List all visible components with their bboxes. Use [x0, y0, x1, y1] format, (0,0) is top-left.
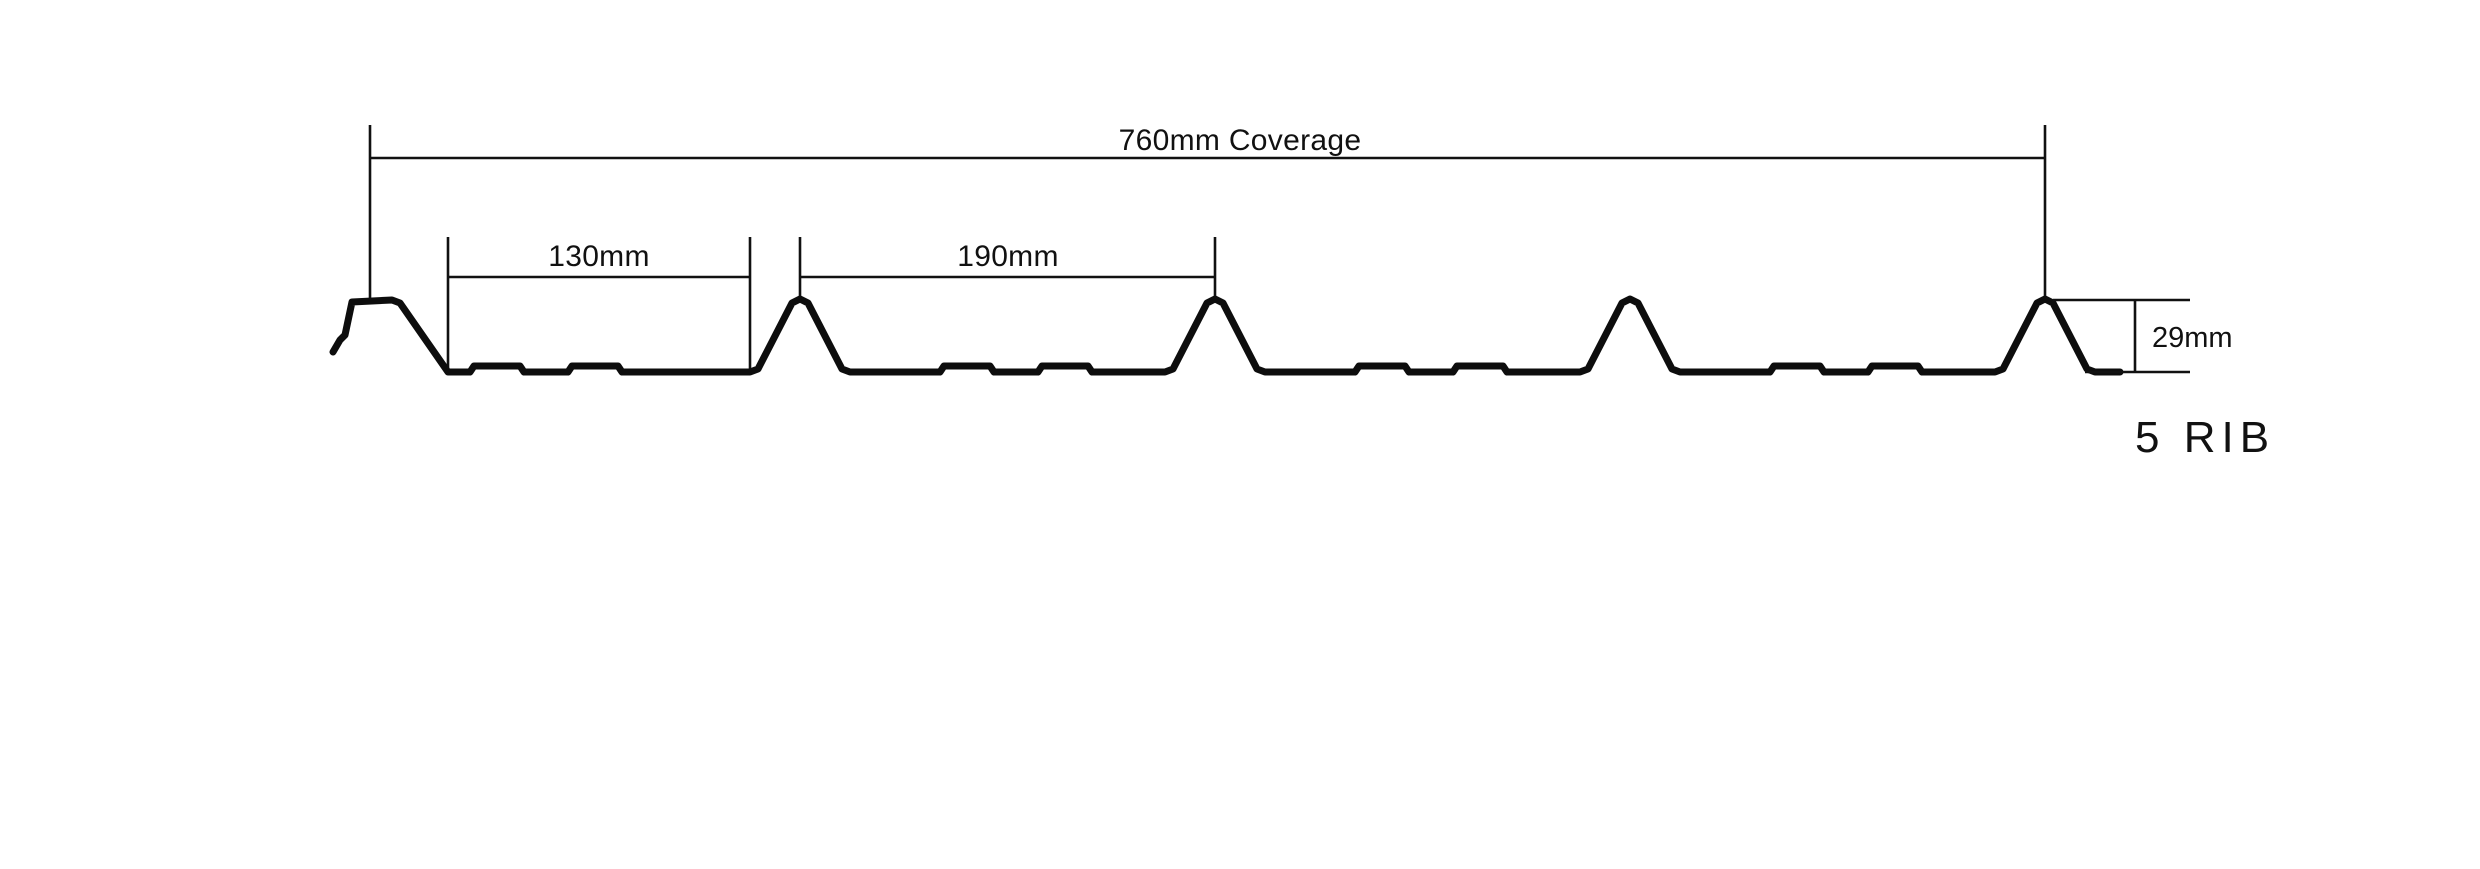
coverage-dimension-group: 760mm Coverage [368, 124, 2047, 300]
pan-width-dimension-group: 130mm [446, 237, 752, 372]
rib-pitch-dimension-label: 190mm [957, 240, 1059, 273]
profile-title-label: 5 RIB [2135, 413, 2275, 462]
rib-height-dimension-group: 29mm [2053, 298, 2233, 374]
pan-width-dimension-label: 130mm [548, 240, 650, 273]
coverage-dimension-label: 760mm Coverage [1119, 124, 1362, 157]
rib-height-dimension-label: 29mm [2152, 322, 2233, 354]
sheet-profile-outline [329, 295, 2124, 376]
rib-pitch-dimension-group: 190mm [798, 237, 1217, 302]
